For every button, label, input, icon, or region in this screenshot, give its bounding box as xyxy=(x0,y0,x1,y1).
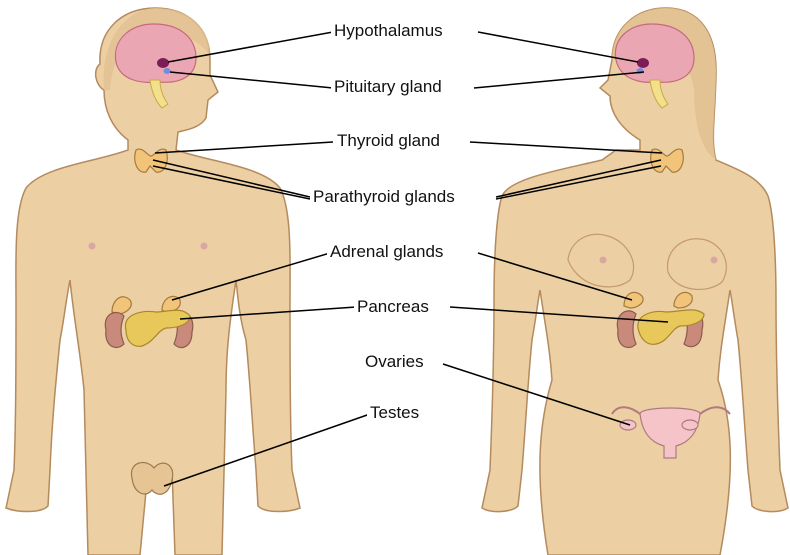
label-hypothalamus: Hypothalamus xyxy=(331,21,446,41)
label-pituitary-gland: Pituitary gland xyxy=(331,77,445,97)
male-hypothalamus-dot xyxy=(157,58,169,68)
label-pancreas: Pancreas xyxy=(354,297,432,317)
label-adrenal-glands: Adrenal glands xyxy=(327,242,446,262)
male-nipple-left xyxy=(89,243,96,250)
female-body xyxy=(482,8,788,555)
thyroid-line-male xyxy=(155,142,333,153)
male-pituitary-dot xyxy=(164,68,171,74)
thyroid-line-female xyxy=(470,142,662,153)
female-nipple-left xyxy=(600,257,607,264)
label-parathyroid-glands: Parathyroid glands xyxy=(310,187,458,207)
male-figure xyxy=(6,8,300,555)
male-nipple-right xyxy=(201,243,208,250)
label-ovaries: Ovaries xyxy=(362,352,427,372)
female-kidney-left xyxy=(617,311,636,348)
female-nipple-right xyxy=(711,257,718,264)
female-figure xyxy=(482,8,788,555)
label-testes: Testes xyxy=(367,403,422,423)
male-kidney-left xyxy=(105,312,124,347)
male-testes xyxy=(131,463,172,495)
label-thyroid-gland: Thyroid gland xyxy=(334,131,443,151)
female-ovary-right xyxy=(682,420,698,430)
female-hypothalamus-dot xyxy=(637,58,649,68)
